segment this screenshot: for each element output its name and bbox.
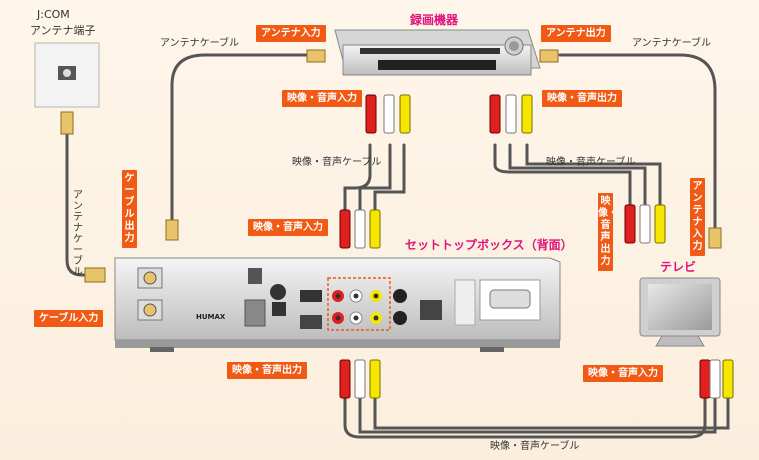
jcom-terminal-label: アンテナ端子 (30, 24, 96, 37)
av-out-stb-tag: 映像・音声出力 (227, 362, 307, 379)
av-in-stb-tag: 映像・音声入力 (248, 219, 328, 236)
antenna-cable-recorder-tv (558, 53, 717, 230)
av-in-recorder-tag: 映像・音声入力 (282, 90, 362, 107)
cables (65, 53, 730, 439)
antenna-in-tag: アンテナ入力 (256, 25, 326, 42)
av-cable-stb-recorder (343, 143, 372, 212)
recorder-title: 録画機器 (410, 13, 459, 27)
antenna-cable-wall-stb (65, 128, 97, 277)
av-in-tv-tag: 映像・音声入力 (583, 365, 663, 382)
recorder-device (306, 29, 559, 76)
av-cable-bottom: 映像・音声ケーブル (490, 441, 580, 452)
jcom-name: J:COM (37, 8, 70, 21)
set-top-box (114, 257, 561, 352)
av-out-vertical-tag: 映像・音声出力 (598, 193, 618, 271)
antenna-cable-stb-recorder (170, 53, 322, 227)
antenna-cable-top-left: アンテナケーブル (160, 38, 239, 49)
antenna-in-tv-tag: アンテナ入力 (690, 178, 705, 256)
av-cable-right: 映像・音声ケーブル (546, 157, 636, 168)
stb-brand: HUMAX (196, 313, 226, 321)
av-cable-left: 映像・音声ケーブル (292, 157, 382, 168)
tv-device (639, 277, 721, 347)
antenna-cable-vertical: アンテナケーブル (73, 190, 83, 278)
cable-in-tag: ケーブル入力 (34, 310, 104, 327)
rca-plugs (84, 94, 734, 399)
antenna-out-tag: アンテナ出力 (541, 25, 611, 42)
wall-antenna-terminal (34, 42, 100, 135)
stb-title: セットトップボックス（背面） (405, 238, 573, 252)
av-out-recorder-tag: 映像・音声出力 (542, 90, 622, 107)
antenna-cable-top-right: アンテナケーブル (632, 38, 711, 49)
cable-out-tag: ケーブル出力 (122, 170, 137, 248)
tv-title: テレビ (660, 260, 697, 274)
